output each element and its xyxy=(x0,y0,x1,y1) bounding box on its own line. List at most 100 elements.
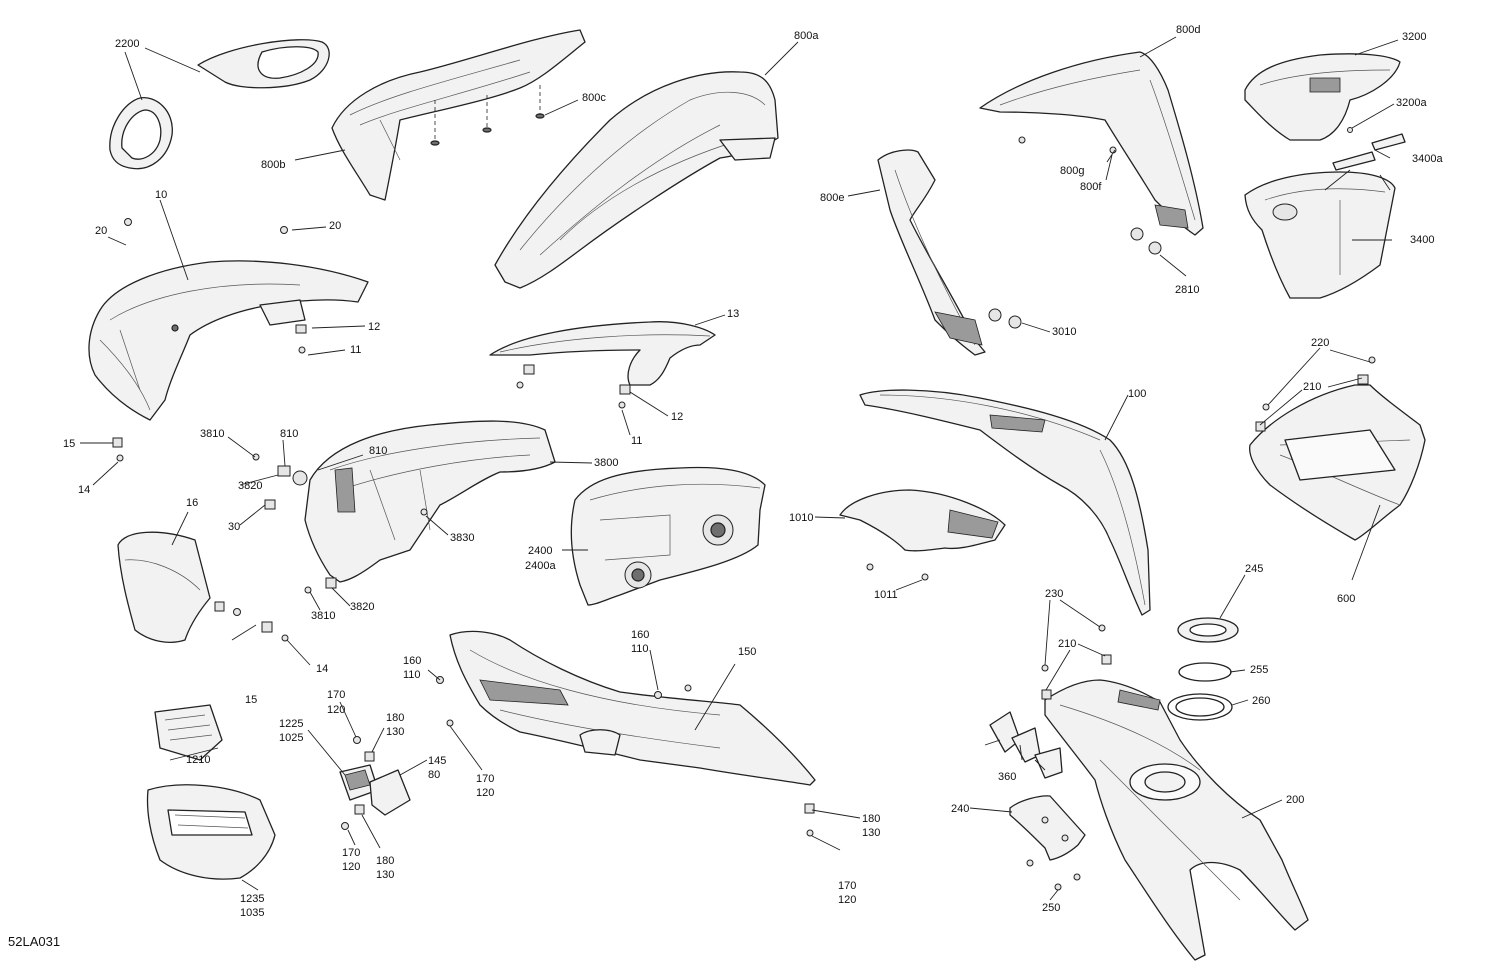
part-1225-145-assembly xyxy=(339,764,411,816)
label-170-d: 170 xyxy=(838,880,856,892)
label-110-right: 110 xyxy=(631,643,649,655)
label-255: 255 xyxy=(1250,664,1268,676)
label-15-lower: 15 xyxy=(245,694,257,706)
label-11-lower: 11 xyxy=(631,435,642,447)
label-360: 360 xyxy=(998,771,1016,783)
part-600-bucket xyxy=(1249,384,1426,541)
part-1235-grille xyxy=(146,784,276,880)
label-170-a: 170 xyxy=(327,689,345,701)
label-110-left: 110 xyxy=(403,669,421,681)
label-16: 16 xyxy=(186,497,198,509)
label-180-a: 180 xyxy=(386,712,404,724)
label-210-upper: 210 xyxy=(1303,381,1321,393)
label-800f: 800f xyxy=(1080,181,1102,193)
part-800d-panel xyxy=(979,51,1204,236)
label-600: 600 xyxy=(1337,593,1355,605)
label-12-upper: 12 xyxy=(368,321,380,333)
diagram-code: 52LA031 xyxy=(8,934,60,949)
label-180-c: 180 xyxy=(862,813,880,825)
part-3200-tray xyxy=(1244,53,1401,141)
part-2400-headlight xyxy=(570,466,766,606)
part-245-255-260-rings xyxy=(1167,617,1239,721)
part-1010-cover xyxy=(839,489,1006,552)
label-3810-lower: 3810 xyxy=(311,610,335,622)
label-3200: 3200 xyxy=(1402,31,1426,43)
part-150-lower-panel xyxy=(449,630,816,786)
label-1210: 1210 xyxy=(186,754,210,766)
part-10-nose xyxy=(88,260,369,421)
label-2200: 2200 xyxy=(115,38,139,50)
label-800d: 800d xyxy=(1176,24,1200,36)
label-230: 230 xyxy=(1045,588,1063,600)
label-130-c: 130 xyxy=(862,827,880,839)
label-170-c: 170 xyxy=(342,847,360,859)
label-1035: 1035 xyxy=(240,907,264,919)
label-800b: 800b xyxy=(261,159,285,171)
label-20-left: 20 xyxy=(95,225,107,237)
label-3400a: 3400a xyxy=(1412,153,1443,165)
label-180-b: 180 xyxy=(376,855,394,867)
label-150: 150 xyxy=(738,646,756,658)
label-800c: 800c xyxy=(582,92,606,104)
label-120-a: 120 xyxy=(327,704,345,716)
label-15-upper: 15 xyxy=(63,438,75,450)
part-labels: 2200 800a 800c 800b 800d 3200 3200a 3400… xyxy=(8,24,1443,949)
label-160-right: 160 xyxy=(631,629,649,641)
label-2400: 2400 xyxy=(528,545,552,557)
label-3820-lower: 3820 xyxy=(350,601,374,613)
label-100: 100 xyxy=(1128,388,1146,400)
part-100-rail xyxy=(859,389,1151,616)
label-10: 10 xyxy=(155,189,167,201)
label-800e: 800e xyxy=(820,192,844,204)
label-80: 80 xyxy=(428,769,440,781)
label-800g: 800g xyxy=(1060,165,1084,177)
label-245: 245 xyxy=(1245,563,1263,575)
label-3820-upper: 3820 xyxy=(238,480,262,492)
label-810-right: 810 xyxy=(369,445,387,457)
label-14-upper: 14 xyxy=(78,484,90,496)
label-3200a: 3200a xyxy=(1396,97,1427,109)
label-120-d: 120 xyxy=(838,894,856,906)
part-360-clips xyxy=(989,711,1063,779)
part-3400-tub xyxy=(1244,171,1396,299)
label-145: 145 xyxy=(428,755,446,767)
part-2200-mirrors xyxy=(109,39,330,170)
label-800a: 800a xyxy=(794,30,819,42)
label-1225: 1225 xyxy=(279,718,303,730)
label-3810-upper: 3810 xyxy=(200,428,224,440)
label-1010: 1010 xyxy=(789,512,813,524)
label-120-b: 120 xyxy=(476,787,494,799)
label-200: 200 xyxy=(1286,794,1304,806)
label-3800: 3800 xyxy=(594,457,618,469)
label-3010: 3010 xyxy=(1052,326,1076,338)
label-1235: 1235 xyxy=(240,893,264,905)
label-810-left: 810 xyxy=(280,428,298,440)
part-200-frame xyxy=(1044,679,1309,961)
label-250: 250 xyxy=(1042,902,1060,914)
part-3400a-pads xyxy=(1332,133,1406,171)
label-240: 240 xyxy=(951,803,969,815)
label-1011: 1011 xyxy=(874,589,898,601)
label-3830: 3830 xyxy=(450,532,474,544)
leader-lines xyxy=(80,36,1399,901)
label-130-b: 130 xyxy=(376,869,394,881)
label-130-a: 130 xyxy=(386,726,404,738)
label-12-lower: 12 xyxy=(671,411,683,423)
label-11-upper: 11 xyxy=(350,344,361,356)
part-1210-grille xyxy=(154,704,223,761)
label-120-c: 120 xyxy=(342,861,360,873)
label-220: 220 xyxy=(1311,337,1329,349)
label-30: 30 xyxy=(228,521,240,533)
part-16-deflector xyxy=(117,531,211,643)
part-13-bar xyxy=(489,321,716,386)
label-160-left: 160 xyxy=(403,655,421,667)
label-13: 13 xyxy=(727,308,739,320)
label-3400: 3400 xyxy=(1410,234,1434,246)
fasteners xyxy=(112,127,1376,891)
part-800e-panel xyxy=(877,149,986,356)
label-260: 260 xyxy=(1252,695,1270,707)
label-2810: 2810 xyxy=(1175,284,1199,296)
label-2400a: 2400a xyxy=(525,560,556,572)
label-170-b: 170 xyxy=(476,773,494,785)
